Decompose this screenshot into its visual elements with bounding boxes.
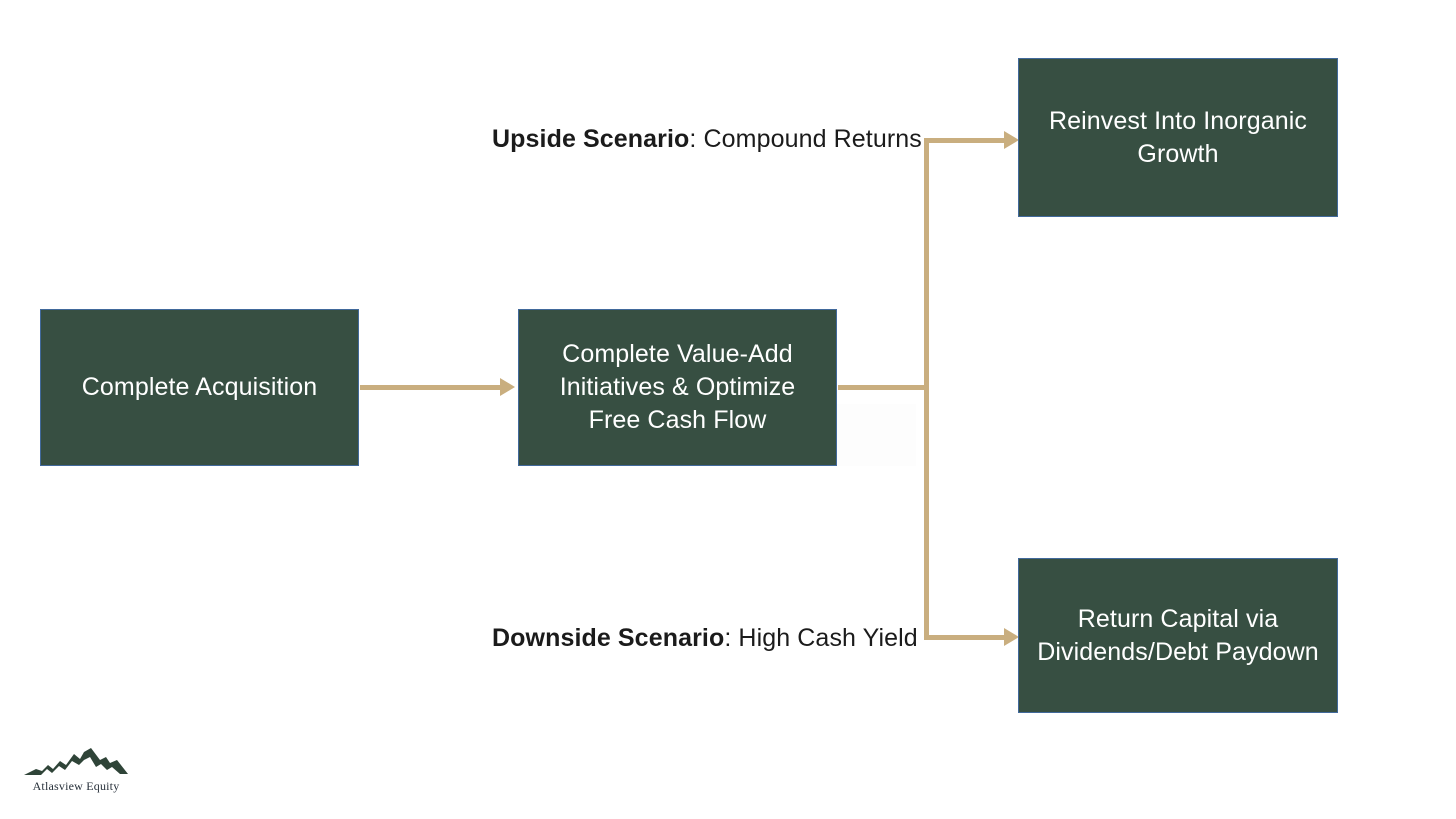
company-logo-text: Atlasview Equity	[32, 779, 120, 793]
arrowhead-into-return-capital	[1004, 628, 1019, 646]
background-watermark	[836, 404, 916, 466]
label-upside-scenario: Upside Scenario: Compound Returns	[492, 125, 922, 154]
connector-acquisition-to-value-add	[360, 385, 506, 390]
connector-branch-spine	[924, 138, 929, 640]
connector-branch-to-return-capital	[924, 635, 1009, 640]
label-upside-scenario-lead: Upside Scenario	[492, 125, 690, 153]
label-downside-scenario-rest: : High Cash Yield	[724, 624, 918, 652]
process-box-value-add-initiatives[interactable]: Complete Value-Add Initiatives & Optimiz…	[518, 309, 837, 466]
process-box-label: Reinvest Into Inorganic Growth	[1048, 106, 1307, 168]
process-box-return-capital[interactable]: Return Capital via Dividends/Debt Paydow…	[1018, 558, 1338, 713]
process-box-label: Complete Value-Add Initiatives & Optimiz…	[559, 340, 796, 434]
label-downside-scenario-lead: Downside Scenario	[492, 624, 725, 652]
company-logo: Atlasview Equity	[22, 746, 130, 796]
process-box-label: Complete Acquisition	[81, 373, 318, 401]
process-box-complete-acquisition[interactable]: Complete Acquisition	[40, 309, 359, 466]
label-downside-scenario: Downside Scenario: High Cash Yield	[492, 624, 918, 653]
connector-value-add-to-branch	[838, 385, 929, 390]
mountain-range-icon	[24, 748, 128, 775]
connector-branch-to-reinvest	[924, 138, 1009, 143]
arrowhead-into-value-add	[500, 378, 515, 396]
process-box-label: Return Capital via Dividends/Debt Paydow…	[1037, 604, 1319, 666]
label-upside-scenario-rest: : Compound Returns	[689, 125, 922, 153]
arrowhead-into-reinvest	[1004, 131, 1019, 149]
process-box-reinvest-inorganic-growth[interactable]: Reinvest Into Inorganic Growth	[1018, 58, 1338, 217]
